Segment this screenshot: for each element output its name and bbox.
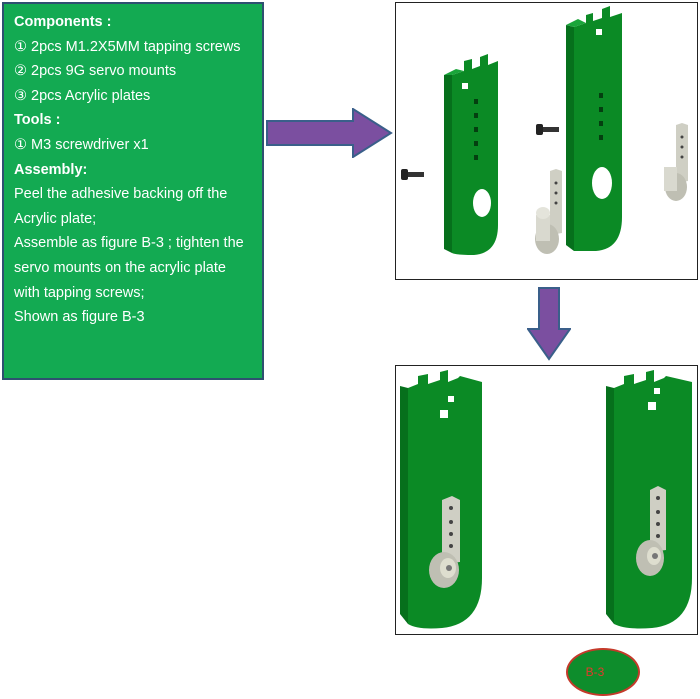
mounted-servo-horn-left (429, 496, 460, 588)
servo-mount-left (535, 169, 562, 254)
tools-heading: Tools : (14, 112, 61, 129)
figure-label: B-3 (585, 665, 605, 679)
assembled-plate-left (400, 370, 482, 629)
assembled-view-figure (395, 365, 698, 635)
instruction-box: Components : ① 2pcs M1.2X5MM tapping scr… (2, 2, 264, 380)
component-item: ② 2pcs 9G servo mounts (14, 63, 177, 80)
tapping-screw-left (401, 169, 424, 180)
exploded-view-drawing (401, 6, 688, 255)
arrow-right-icon (266, 108, 393, 158)
tapping-screw-right (536, 124, 559, 135)
components-heading: Components : (14, 14, 112, 30)
acrylic-plate-left (444, 54, 498, 255)
figure-label-badge: B-3 (566, 648, 640, 696)
mounted-servo-horn-right (636, 486, 666, 576)
arrow-down-icon (527, 287, 571, 361)
assembly-step: Peel the adhesive backing off the Acryli… (14, 186, 228, 227)
component-item: ① 2pcs M1.2X5MM tapping screws (14, 38, 241, 55)
assembled-view-drawing (400, 370, 692, 629)
assembly-step: Assemble as figure B-3 ; tighten the ser… (14, 235, 244, 301)
tool-item: ① M3 screwdriver x1 (14, 136, 149, 153)
assembly-step: Shown as figure B-3 (14, 309, 145, 326)
assembly-heading: Assembly: (14, 161, 88, 178)
assembled-plate-right (606, 370, 692, 629)
component-item: ③ 2pcs Acrylic plates (14, 87, 151, 104)
acrylic-plate-right (566, 6, 622, 251)
exploded-view-figure (395, 2, 698, 280)
servo-mount-right (664, 123, 688, 201)
